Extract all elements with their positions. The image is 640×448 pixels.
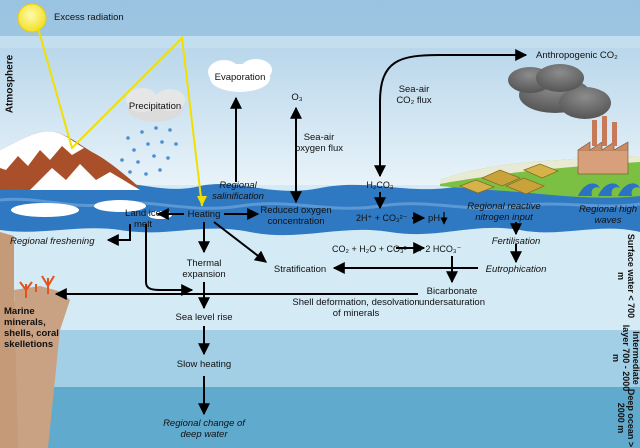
shell-deformation-label: Shell deformation, desolvation of minera… [292, 297, 420, 319]
ph-label: pH [428, 213, 441, 224]
coral [19, 275, 55, 298]
sea-level-rise-label: Sea level rise [175, 312, 233, 323]
regional-change-label: Regional change of deep water [163, 418, 245, 440]
stratification-label: Stratification [273, 264, 327, 275]
excess-radiation-label: Excess radiation [54, 12, 124, 23]
sea-surface [0, 183, 640, 236]
regional-salinification-label: Regional salinification [212, 180, 264, 202]
fertilisation-label: Fertilisation [491, 236, 541, 247]
high-waves [578, 183, 640, 196]
factory [577, 116, 629, 175]
bicarbonate-label: Bicarbonate undersaturation [418, 286, 486, 308]
precipitation-label: Precipitation [128, 101, 182, 112]
eutrophication-label: Eutrophication [485, 264, 547, 275]
sea-air-co2-flux-label: Sea-air CO₂ flux [396, 84, 432, 106]
slow-heating-label: Slow heating [176, 359, 232, 370]
regional-high-waves-label: Regional high waves [578, 204, 638, 226]
seabed-rock [14, 286, 70, 448]
deep-ocean-layer-label: Deep ocean > 2000 m [616, 388, 636, 448]
evaporation-label: Evaporation [214, 72, 266, 83]
sun [17, 3, 47, 33]
rain-drops [120, 126, 178, 176]
o3-label: O₃ [291, 92, 303, 103]
regional-freshening-label: Regional freshening [10, 236, 95, 247]
co2-equation-label: CO₂ + H₂O + CO₃²⁻ → 2 HCO₃⁻ [332, 244, 462, 254]
sea-air-oxygen-flux-label: Sea-air oxygen flux [294, 132, 344, 154]
intermediate-layer-label: Intermediate layer 700 - 2000 m [611, 324, 640, 392]
coastal-cliff [0, 232, 21, 448]
anthropogenic-co2-label: Anthropogenic CO₂ [536, 50, 618, 61]
evaporation-cloud [208, 59, 272, 92]
thermal-expansion-label: Thermal expansion [182, 258, 226, 280]
radiation-rays [37, 27, 203, 207]
surface-water-layer-label: Surface water < 700 m [616, 233, 636, 319]
precipitation-cloud [126, 88, 185, 122]
regional-nitrogen-label: Regional reactive nitrogen input [467, 201, 541, 223]
marine-minerals-label: Marine minerals, shells, coral skelletio… [4, 306, 59, 350]
snow-mountain [0, 131, 140, 190]
reduced-oxygen-label: Reduced oxygen concentration [260, 205, 332, 227]
deep-ocean-layer [0, 387, 640, 448]
land-ice-melt-label: Land ice melt [125, 208, 161, 230]
h2co3-label: H₂CO₃ [366, 180, 394, 190]
ion-reaction-label: 2H⁺ + CO₃²⁻ [356, 213, 408, 223]
process-arrows [54, 49, 528, 416]
heating-label: Heating [187, 209, 221, 220]
intermediate-layer [0, 330, 640, 387]
atmosphere-label: Atmosphere [4, 54, 16, 114]
